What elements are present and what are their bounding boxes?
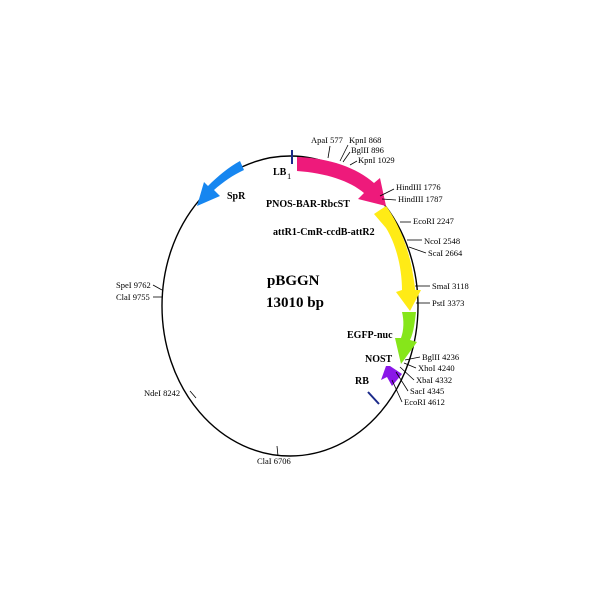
site-smai-3118: SmaI 3118 (432, 281, 469, 291)
site-kpni-1029: KpnI 1029 (358, 155, 395, 165)
site-hindiii-1776: HindIII 1776 (396, 182, 441, 192)
site-xbai-4332: XbaI 4332 (416, 375, 452, 385)
site-clai-9755: ClaI 9755 (116, 292, 150, 302)
border-label-lb: LB (273, 167, 287, 178)
feature-label-spr: SpR (227, 191, 246, 202)
site-kpni-868: KpnI 868 (349, 135, 381, 145)
feature-arrow-attr1-cmr-ccdb-attr2 (374, 206, 421, 311)
border-label-lb-position: 1 (287, 171, 291, 181)
plasmid-size: 13010 bp (266, 295, 324, 311)
feature-label-nost: NOST (365, 354, 393, 365)
feature-arrow-pnos-bar-rbcst (297, 157, 386, 206)
site-saci-4345: SacI 4345 (410, 386, 444, 396)
site-bglii-4236: BglII 4236 (422, 352, 459, 362)
feature-arrow-nost (381, 366, 402, 386)
site-psti-3373: PstI 3373 (432, 298, 464, 308)
feature-label-egfp-nuc: EGFP-nuc (347, 330, 393, 341)
feature-arrow-spr (197, 161, 244, 206)
feature-arrow-egfp-nuc (395, 312, 417, 364)
feature-label-attr1-cmr-ccdb-attr2: attR1-CmR-ccdB-attR2 (273, 227, 375, 238)
site-ndei-8242: NdeI 8242 (144, 388, 180, 398)
feature-label-pnos-bar-rbcst: PNOS-BAR-RbcST (266, 199, 350, 210)
site-spei-9762: SpeI 9762 (116, 280, 151, 290)
site-scai-2664: ScaI 2664 (428, 248, 463, 258)
site-hindiii-1787: HindIII 1787 (398, 194, 443, 204)
site-ecori-2247: EcoRI 2247 (413, 216, 454, 226)
plasmid-backbone (161, 155, 419, 457)
plasmid-name: pBGGN (267, 273, 320, 289)
site-ecori-4612: EcoRI 4612 (404, 397, 445, 407)
site-clai-6706: ClaI 6706 (257, 456, 291, 466)
site-bglii-896: BglII 896 (351, 145, 384, 155)
site-apai-577: ApaI 577 (311, 135, 343, 145)
site-leaders (152, 144, 430, 457)
site-xhoi-4240: XhoI 4240 (418, 363, 455, 373)
site-ncoi-2548: NcoI 2548 (424, 236, 460, 246)
border-label-rb: RB (355, 376, 369, 387)
rb-border-marker (367, 391, 380, 405)
